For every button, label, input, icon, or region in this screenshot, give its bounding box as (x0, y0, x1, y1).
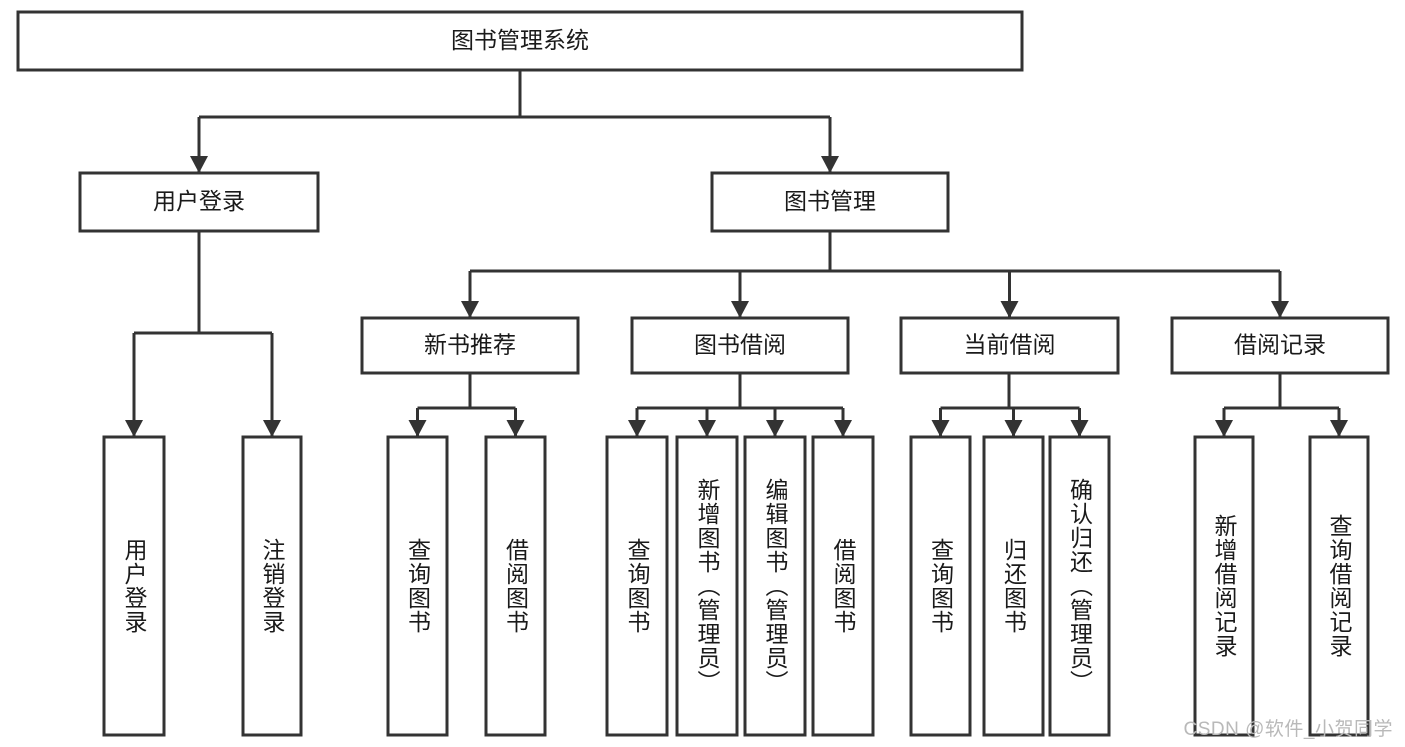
node-label-current-borrow: 当前借阅 (964, 332, 1056, 358)
arrow-head-icon (1070, 420, 1089, 437)
node-label-book-manage: 图书管理 (784, 188, 876, 214)
node-box-leaf-borrow-add[interactable] (675, 435, 739, 737)
node-box-leaf-cur-return[interactable] (982, 435, 1045, 737)
node-box-current-borrow[interactable] (899, 316, 1120, 375)
arrow-head-icon (731, 301, 749, 318)
node-box-leaf-rec-add[interactable] (1193, 435, 1255, 737)
node-box-user-login[interactable] (78, 171, 320, 233)
arrow-head-icon (125, 420, 143, 437)
nodes-layer (16, 10, 1390, 737)
node-box-leaf-borrow-query[interactable] (605, 435, 669, 737)
node-box-root[interactable] (16, 10, 1024, 72)
node-label-new-book-rec: 新书推荐 (424, 332, 516, 358)
arrow-head-icon (628, 420, 646, 437)
arrow-head-icon (766, 420, 784, 437)
node-box-leaf-rec-search[interactable] (1308, 435, 1370, 737)
arrow-head-icon (263, 420, 281, 437)
arrow-head-icon (1000, 301, 1019, 318)
arrow-head-icon (461, 301, 479, 318)
arrow-head-icon (190, 156, 208, 173)
node-label-book-borrow: 图书借阅 (694, 332, 786, 358)
node-box-leaf-borrow-lend[interactable] (811, 435, 875, 737)
node-box-leaf-user-login[interactable] (102, 435, 166, 737)
arrow-head-icon (408, 420, 427, 437)
arrow-head-icon (506, 420, 525, 437)
node-box-book-manage[interactable] (710, 171, 950, 233)
node-box-book-borrow[interactable] (630, 316, 850, 375)
arrow-head-icon (931, 420, 950, 437)
node-box-leaf-cur-query[interactable] (909, 435, 972, 737)
node-label-root: 图书管理系统 (451, 27, 589, 53)
node-box-leaf-rec-borrow[interactable] (484, 435, 547, 737)
watermark-text: CSDN @软件_小贺同学 (1183, 719, 1393, 740)
arrow-head-icon (1004, 420, 1023, 437)
arrow-head-icon (821, 156, 839, 173)
arrow-head-icon (1215, 420, 1233, 437)
node-box-leaf-cur-confirm[interactable] (1048, 435, 1111, 737)
node-box-leaf-user-logout[interactable] (241, 435, 303, 737)
node-box-leaf-borrow-edit[interactable] (743, 435, 807, 737)
arrow-head-icon (834, 420, 852, 437)
node-label-borrow-record: 借阅记录 (1234, 332, 1326, 358)
connectors-layer (125, 70, 1348, 437)
arrow-head-icon (698, 420, 716, 437)
node-label-user-login: 用户登录 (153, 188, 245, 214)
node-box-new-book-rec[interactable] (360, 316, 580, 375)
node-box-borrow-record[interactable] (1170, 316, 1390, 375)
node-box-leaf-rec-query[interactable] (386, 435, 449, 737)
arrow-head-icon (1330, 420, 1348, 437)
arrow-head-icon (1271, 301, 1289, 318)
